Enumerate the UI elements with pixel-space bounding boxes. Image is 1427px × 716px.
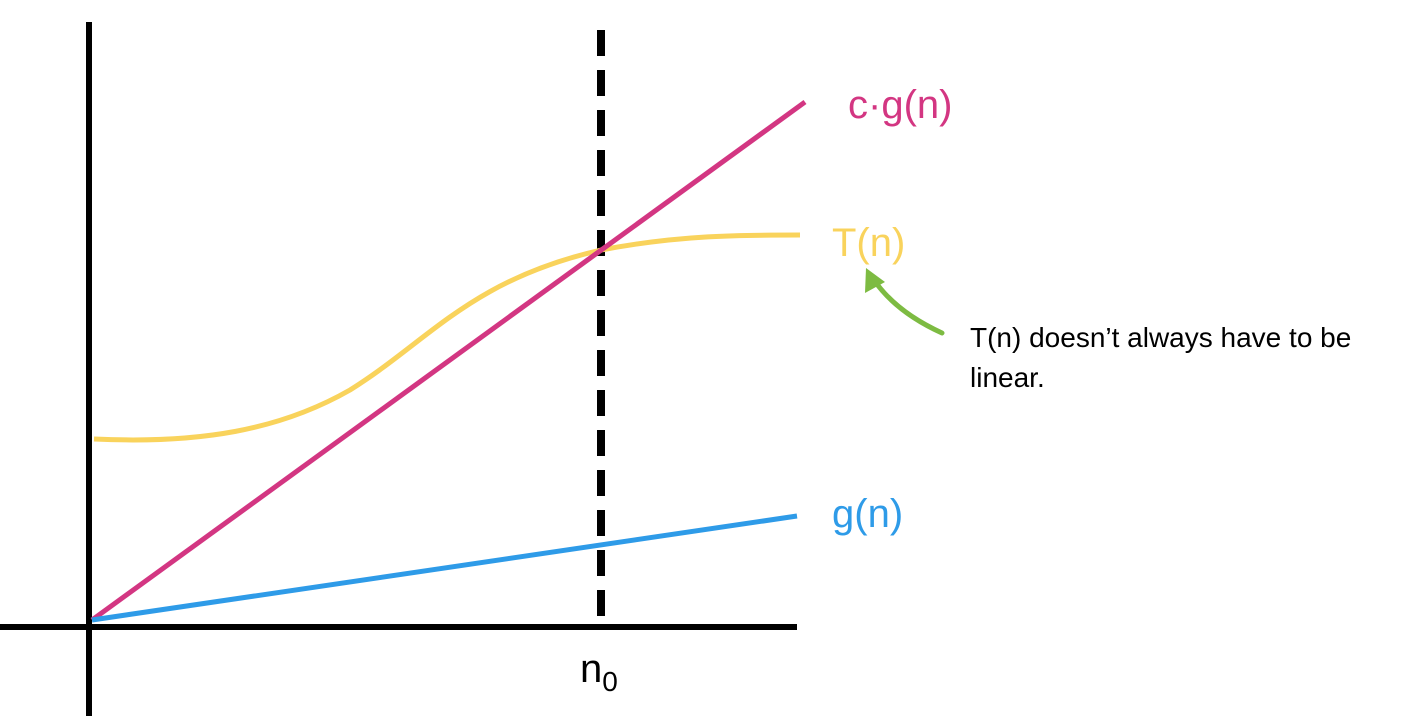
g-of-n-line [91,513,798,623]
annotation-line-2: linear. [970,362,1045,393]
n0-label: n0 [580,647,618,697]
cg-of-n-line [90,99,807,623]
curved-arrow-icon [865,268,945,336]
cg-of-n-label: c·g(n) [848,83,952,127]
t-of-n-label: T(n) [832,221,905,265]
n0-label-base: n [580,647,602,691]
annotation-text: T(n) doesn’t always have to be linear. [970,318,1420,398]
g-of-n-label: g(n) [832,492,903,536]
n0-label-subscript: 0 [602,666,618,697]
annotation-line-1: T(n) doesn’t always have to be [970,322,1352,353]
t-of-n-curve [93,232,801,443]
